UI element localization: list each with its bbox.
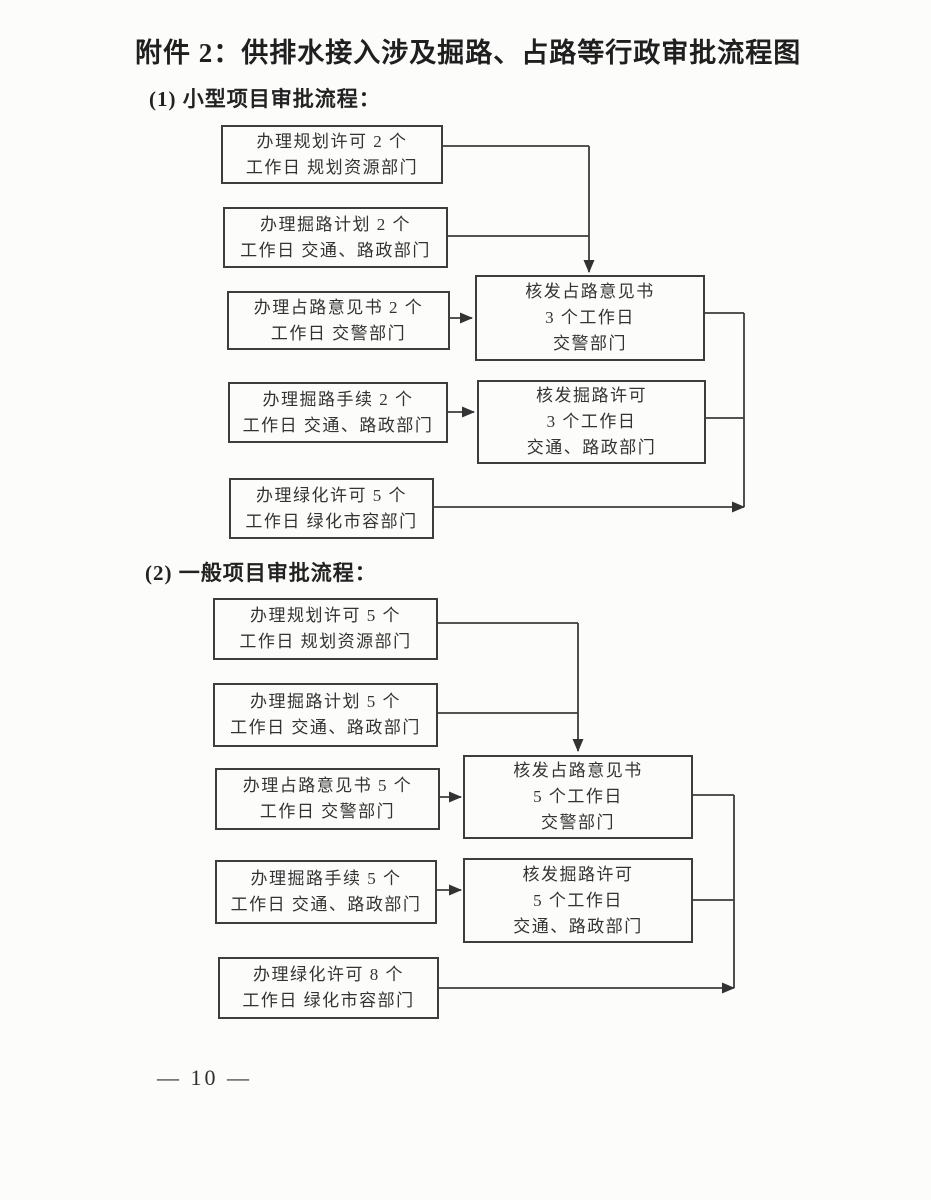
flow-box-s2-dig-plan: 办理掘路计划 5 个 工作日 交通、路政部门 bbox=[213, 683, 438, 747]
box-text-line: 办理掘路手续 5 个 bbox=[250, 869, 402, 888]
box-text-line: 工作日 绿化市容部门 bbox=[245, 511, 418, 531]
box-text-line: 办理规划许可 5 个 bbox=[250, 606, 401, 625]
flow-box-s1-dig-procedure: 办理掘路手续 2 个 工作日 交通、路政部门 bbox=[228, 382, 448, 443]
box-text-line: 3 个工作日 bbox=[545, 308, 635, 327]
box-text-line: 交通、路政部门 bbox=[513, 916, 643, 936]
box-text-line: 5 个工作日 bbox=[533, 890, 623, 910]
page-number: — 10 — bbox=[157, 1065, 252, 1090]
section-2-heading: (2) 一般项目审批流程： bbox=[145, 561, 377, 585]
box-text-line: 核发掘路许可 bbox=[522, 864, 634, 884]
page-title: 附件 2：供排水接入涉及掘路、占路等行政审批流程图 bbox=[135, 38, 802, 68]
box-text-line: 核发占路意见书 bbox=[513, 761, 643, 780]
box-text-line: 工作日 交通、路政部门 bbox=[230, 895, 422, 914]
flow-box-s1-issue-occupy-opinion: 核发占路意见书 3 个工作日 交警部门 bbox=[475, 275, 705, 361]
box-text-line: 办理占路意见书 5 个 bbox=[242, 776, 413, 795]
box-text-line: 办理掘路计划 5 个 bbox=[250, 692, 401, 711]
box-text-line: 办理绿化许可 5 个 bbox=[256, 485, 407, 505]
box-text-line: 工作日 交警部门 bbox=[259, 802, 396, 821]
flow-box-s1-issue-dig-permit: 核发掘路许可 3 个工作日 交通、路政部门 bbox=[477, 380, 706, 464]
flow-box-s1-dig-plan: 办理掘路计划 2 个 工作日 交通、路政部门 bbox=[223, 207, 448, 268]
flow-box-s1-greening-permit: 办理绿化许可 5 个 工作日 绿化市容部门 bbox=[229, 478, 434, 539]
flow-box-s1-plan-permit: 办理规划许可 2 个 工作日 规划资源部门 bbox=[221, 125, 443, 184]
box-text-line: 5 个工作日 bbox=[533, 787, 623, 806]
flow-box-s2-greening-permit: 办理绿化许可 8 个 工作日 绿化市容部门 bbox=[218, 957, 439, 1019]
box-text-line: 核发占路意见书 bbox=[525, 282, 655, 301]
flow-box-s2-occupy-opinion: 办理占路意见书 5 个 工作日 交警部门 bbox=[215, 768, 440, 830]
flow-box-s2-dig-procedure: 办理掘路手续 5 个 工作日 交通、路政部门 bbox=[215, 860, 437, 924]
flow-box-s1-occupy-opinion: 办理占路意见书 2 个 工作日 交警部门 bbox=[227, 291, 450, 350]
box-text-line: 办理绿化许可 8 个 bbox=[253, 965, 404, 984]
box-text-line: 交通、路政部门 bbox=[526, 438, 657, 457]
box-text-line: 办理规划许可 2 个 bbox=[256, 131, 408, 151]
box-text-line: 交警部门 bbox=[541, 813, 615, 832]
box-text-line: 工作日 交警部门 bbox=[270, 323, 407, 343]
box-text-line: 办理掘路手续 2 个 bbox=[262, 389, 414, 409]
flow-box-s2-issue-occupy-opinion: 核发占路意见书 5 个工作日 交警部门 bbox=[463, 755, 693, 839]
box-text-line: 办理掘路计划 2 个 bbox=[260, 214, 411, 234]
section-1-heading: (1) 小型项目审批流程： bbox=[149, 87, 381, 111]
box-text-line: 工作日 规划资源部门 bbox=[245, 157, 419, 177]
box-text-line: 交警部门 bbox=[553, 334, 627, 353]
box-text-line: 工作日 规划资源部门 bbox=[239, 632, 412, 651]
box-text-line: 工作日 交通、路政部门 bbox=[240, 240, 431, 260]
box-text-line: 工作日 交通、路政部门 bbox=[242, 415, 434, 435]
box-text-line: 工作日 绿化市容部门 bbox=[242, 991, 415, 1010]
box-text-line: 工作日 交通、路政部门 bbox=[230, 718, 421, 737]
box-text-line: 核发掘路许可 bbox=[536, 386, 647, 405]
box-text-line: 办理占路意见书 2 个 bbox=[253, 297, 424, 317]
flow-box-s2-plan-permit: 办理规划许可 5 个 工作日 规划资源部门 bbox=[213, 598, 438, 660]
box-text-line: 3 个工作日 bbox=[546, 412, 637, 431]
flow-box-s2-issue-dig-permit: 核发掘路许可 5 个工作日 交通、路政部门 bbox=[463, 858, 693, 943]
